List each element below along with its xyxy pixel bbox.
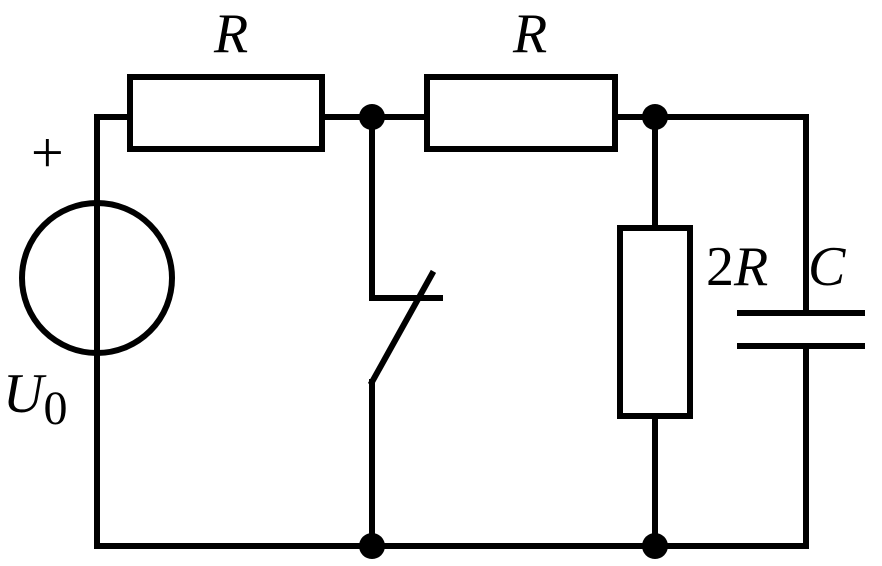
label-2r-sym: R [733, 236, 768, 298]
node-bottom-middle [359, 533, 385, 559]
wires [94, 114, 809, 549]
node-top-right [642, 104, 668, 130]
resistor-r1 [127, 74, 325, 152]
resistor-r2 [424, 74, 618, 152]
label-source: U0 [3, 363, 67, 435]
label-source-sub: 0 [43, 382, 67, 435]
label-plus: + [31, 120, 64, 185]
node-bottom-right [642, 533, 668, 559]
label-source-sym: U [3, 363, 47, 425]
voltage-source-icon [19, 200, 175, 356]
node-top-middle [359, 104, 385, 130]
label-r2: R [512, 3, 547, 65]
capacitor-icon [737, 310, 865, 349]
resistor-2r [617, 225, 693, 419]
label-capacitor: C [808, 236, 846, 298]
label-r1: R [213, 3, 248, 65]
label-2r: 2R [706, 236, 768, 298]
label-2r-coef: 2 [706, 236, 734, 298]
switch-icon [367, 269, 437, 387]
